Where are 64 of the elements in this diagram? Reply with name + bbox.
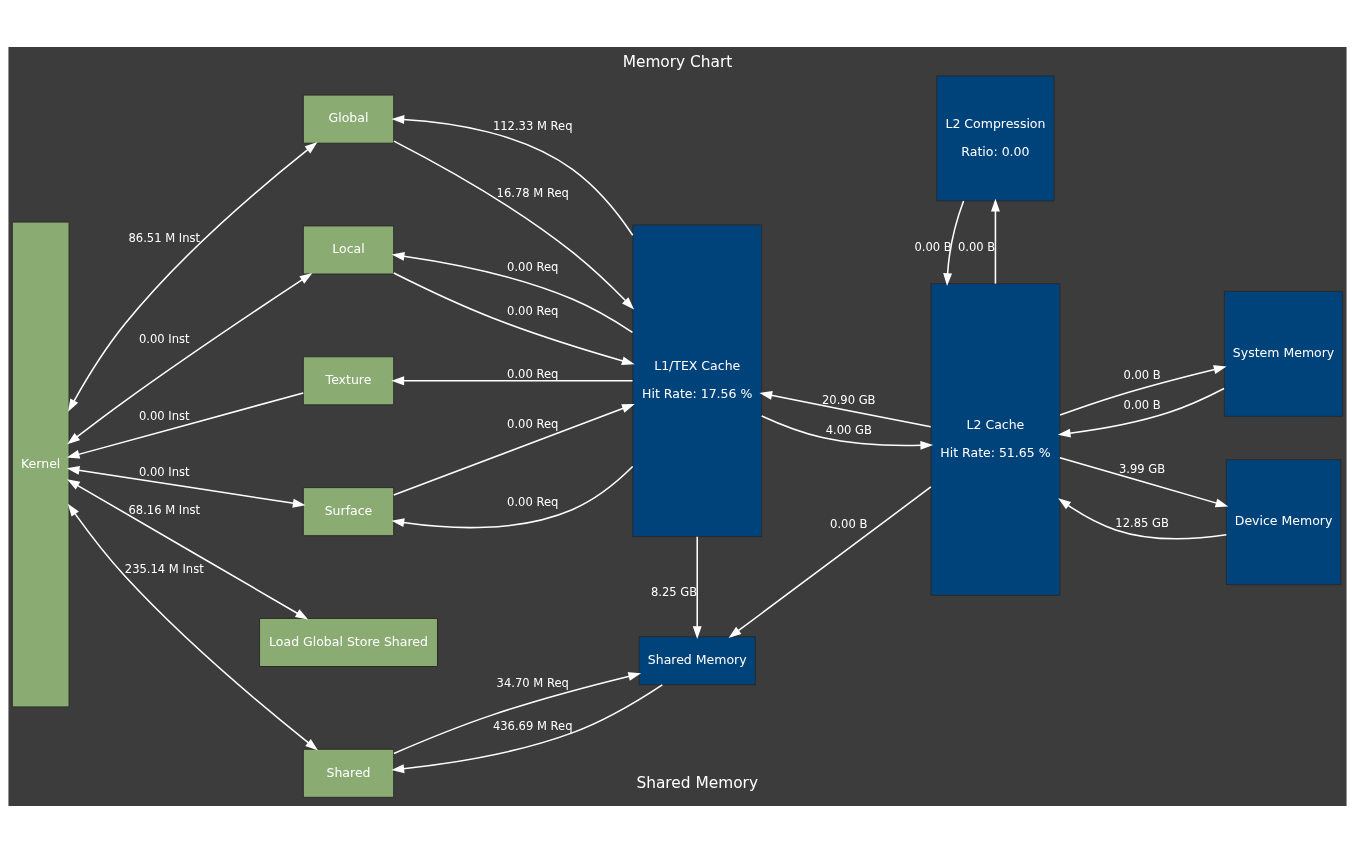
arrow — [1059, 364, 1227, 416]
arrow — [391, 114, 634, 236]
node-box: Load Global Store Shared — [259, 617, 438, 667]
arrow — [943, 199, 965, 286]
edge-label: 0.00 Inst — [138, 464, 190, 479]
node-box: Surface — [302, 486, 395, 536]
node-box: Kernel — [11, 221, 70, 707]
caption: Shared Memory — [636, 773, 758, 792]
arrow — [1058, 497, 1228, 539]
arrow — [392, 403, 635, 496]
node-box: L2 Compression Ratio: 0.00 — [936, 74, 1055, 201]
edge-label: 0.00 Req — [507, 494, 559, 509]
edge-label: 0.00 Req — [507, 416, 559, 431]
arrow — [66, 391, 304, 459]
node-box: Local — [302, 224, 395, 274]
arrow — [391, 375, 634, 385]
node-box: L2 Cache Hit Rate: 51.65 % — [930, 282, 1061, 596]
edge-label: 0.00 Req — [507, 366, 559, 381]
edge-label: 4.00 GB — [825, 422, 872, 437]
arrow — [761, 414, 934, 450]
edge-label: 0.00 Inst — [138, 331, 190, 346]
arrow — [391, 251, 634, 333]
edge-label: 8.25 GB — [651, 584, 698, 599]
arrow — [66, 465, 306, 508]
node-box: System Memory — [1223, 290, 1344, 417]
edge-label: 112.33 M Req — [492, 118, 573, 133]
edge-label: 0.00 Req — [507, 303, 559, 318]
arrow — [393, 139, 635, 309]
node-box: L1/TEX Cache Hit Rate: 17.56 % — [632, 224, 763, 537]
arrow — [1057, 387, 1225, 438]
node-box: Global — [302, 94, 395, 144]
arrow — [67, 272, 313, 444]
node-box: Device Memory — [1225, 458, 1342, 585]
arrow — [391, 683, 664, 773]
node-box: Texture — [302, 355, 395, 405]
arrow — [67, 478, 309, 620]
node-box: Shared — [302, 748, 395, 798]
edge-label: 0.00 B — [1123, 397, 1161, 412]
arrow — [692, 535, 702, 639]
edge-label: 20.90 GB — [821, 392, 876, 407]
arrow — [759, 390, 932, 428]
arrow — [991, 198, 1000, 284]
edge-label: 0.00 B — [1123, 367, 1161, 382]
edge-label: 235.14 M Inst — [124, 561, 204, 576]
edge-label: 0.00 B — [958, 239, 996, 254]
arrow — [391, 465, 634, 528]
edge-label: 86.51 M Inst — [128, 230, 201, 245]
edge-label: 68.16 M Inst — [128, 502, 201, 517]
arrow — [393, 271, 635, 365]
edge-label: 3.99 GB — [1119, 461, 1166, 476]
diagram-title: Memory Chart — [622, 52, 733, 71]
edge-label: 436.69 M Req — [492, 718, 573, 733]
edge-label: 0.00 B — [830, 516, 868, 531]
arrow — [728, 485, 932, 638]
edge-label: 0.00 Req — [507, 259, 559, 274]
node-box: Shared Memory — [638, 635, 756, 685]
edge-label: 0.00 Inst — [138, 408, 190, 423]
arrow — [1059, 456, 1229, 507]
arrow — [67, 503, 319, 750]
arrow — [393, 671, 642, 754]
edge-label: 16.78 M Req — [496, 185, 569, 200]
arrow — [68, 141, 318, 412]
edge-label: 34.70 M Req — [496, 675, 569, 690]
edge-label: 12.85 GB — [1115, 515, 1169, 530]
